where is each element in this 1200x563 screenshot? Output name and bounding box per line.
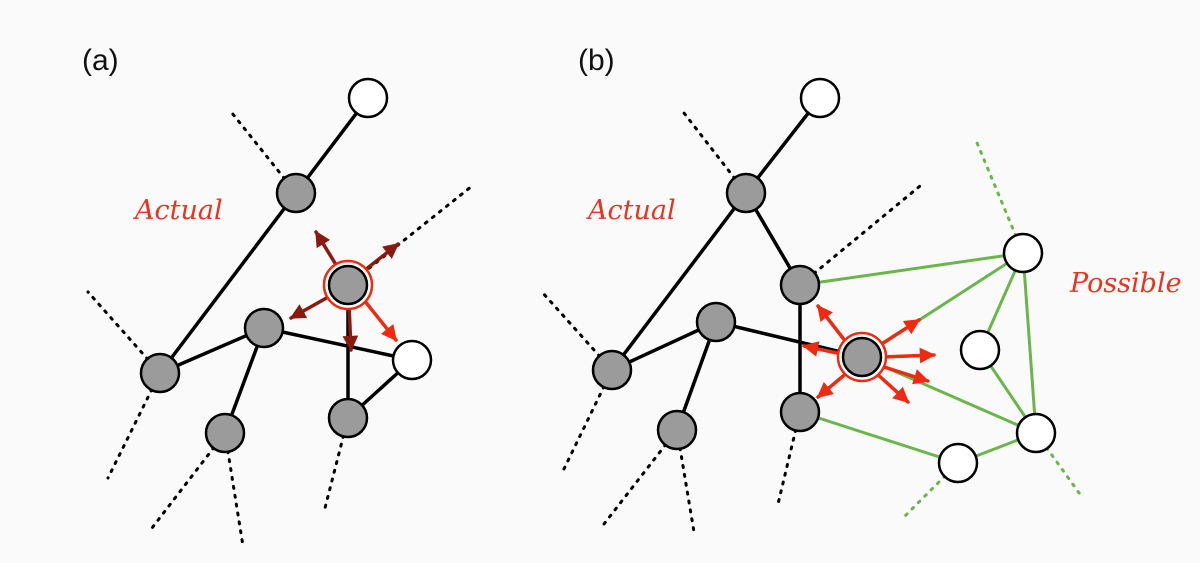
node-white: [347, 77, 389, 119]
node-gray: [327, 397, 369, 439]
panel-b-green-stubs: [902, 136, 1084, 519]
dotted-stub: [798, 184, 922, 287]
node-gray: [725, 172, 767, 214]
node-gray: [695, 301, 737, 343]
possible-edge: [798, 410, 960, 465]
panel-b-arrows: [802, 304, 936, 404]
possible-edge: [798, 251, 1025, 287]
green-dotted-stub: [973, 136, 1025, 255]
bright-arrow: [802, 341, 844, 357]
node-white: [937, 442, 979, 484]
panel-b-label: (b): [578, 44, 615, 77]
dark-arrow: [289, 294, 332, 320]
node-gray: [656, 409, 698, 451]
bright-arrow: [880, 347, 936, 364]
panel-b: (b) Actual Possible: [540, 44, 1182, 534]
node-white: [391, 339, 433, 381]
panel-a-arrows: [289, 230, 400, 352]
green-dotted-stub: [1034, 431, 1084, 499]
dark-arrow: [342, 303, 359, 352]
node-white: [959, 329, 1001, 371]
node-gray: [779, 391, 821, 433]
bright-arrow: [878, 318, 921, 347]
node-gray: [591, 349, 633, 391]
node-gray: [275, 172, 317, 214]
bright-arrow: [816, 370, 850, 399]
dotted-stub: [323, 416, 350, 510]
node-gray: [204, 412, 246, 454]
dotted-stub: [776, 410, 802, 506]
bright-arrow: [362, 298, 398, 342]
panel-a-nodes: [139, 77, 433, 454]
bright-arrow: [874, 371, 910, 404]
panel-a-actual-label: Actual: [132, 195, 223, 226]
panel-b-possible-label: Possible: [1069, 268, 1182, 299]
green-dotted-stub: [902, 461, 960, 519]
node-gray: [139, 352, 181, 394]
panel-b-actual-label: Actual: [585, 195, 676, 226]
edge: [262, 326, 414, 362]
node-white: [799, 77, 841, 119]
node-gray: [243, 307, 285, 349]
dark-arrow: [314, 230, 340, 270]
bright-arrow: [879, 364, 930, 385]
bright-arrow: [816, 304, 848, 344]
focal-node: [327, 264, 369, 306]
possible-edge: [1021, 251, 1038, 435]
edge: [610, 191, 748, 372]
panel-a-label: (a): [82, 44, 119, 77]
panel-b-nodes: [591, 77, 1057, 484]
node-gray: [779, 264, 821, 306]
node-white: [1015, 412, 1057, 454]
panel-a: (a) Actual: [82, 44, 474, 548]
node-white: [1002, 232, 1044, 274]
focal-node: [841, 336, 883, 378]
edge: [158, 191, 298, 375]
dark-arrow: [363, 242, 400, 272]
